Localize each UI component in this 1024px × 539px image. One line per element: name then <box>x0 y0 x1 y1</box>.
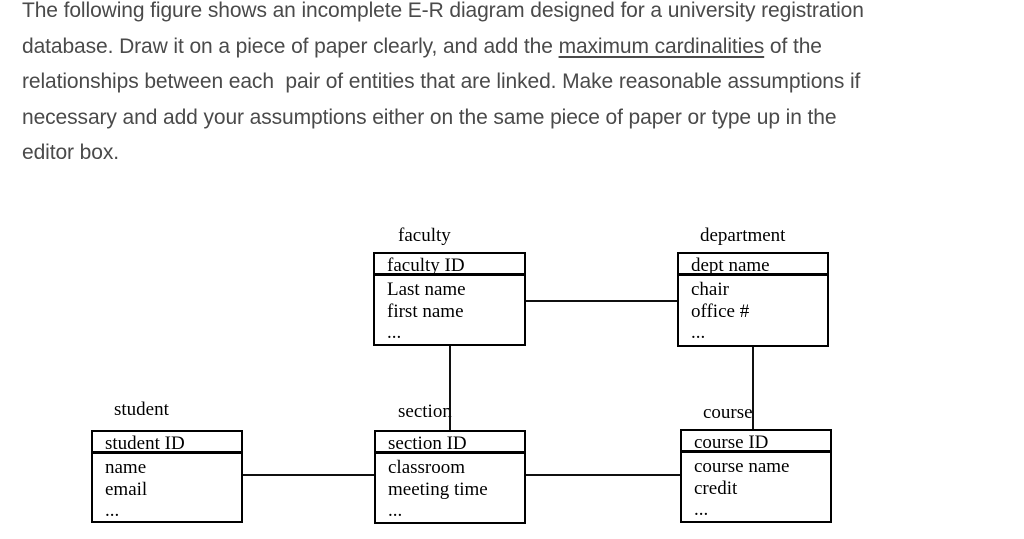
entity-department: dept name chair office # ... <box>677 252 829 347</box>
attribute-ellipsis: ... <box>691 322 706 343</box>
attribute: office # <box>691 300 750 322</box>
entity-faculty: faculty ID Last name first name ... <box>373 252 526 346</box>
attribute-ellipsis: ... <box>387 322 402 343</box>
question-line-2-post: of the <box>764 34 822 58</box>
entity-department-attributes: chair office # ... <box>679 276 827 344</box>
attribute: meeting time <box>388 478 488 500</box>
attribute: chair <box>691 279 729 300</box>
relationship-line-faculty-section <box>449 345 451 431</box>
attribute: course name <box>694 456 790 477</box>
entity-department-key: dept name <box>679 254 827 276</box>
entity-student: student ID name email ... <box>91 430 243 523</box>
relationship-line-department-course <box>752 346 754 430</box>
entity-course-key: course ID <box>682 431 830 453</box>
entity-section-key: section ID <box>376 432 524 454</box>
attribute-ellipsis: ... <box>105 500 120 521</box>
entity-course: course ID course name credit ... <box>680 429 832 523</box>
entity-title-faculty: faculty <box>398 225 451 246</box>
attribute: name <box>105 457 147 478</box>
question-line-1: The following figure shows an incomplete… <box>22 0 864 22</box>
attribute-ellipsis: ... <box>388 500 403 521</box>
entity-title-course: course <box>703 402 753 423</box>
underlined-phrase: maximum cardinalities <box>558 34 765 58</box>
relationship-line-section-course <box>525 474 682 476</box>
attribute: classroom <box>388 457 466 478</box>
entity-title-student: student <box>114 399 169 420</box>
question-line-3: relationships between each pair of entit… <box>22 70 861 93</box>
entity-faculty-key: faculty ID <box>375 254 524 276</box>
relationship-line-faculty-department <box>524 300 679 302</box>
relationship-line-student-section <box>243 474 376 476</box>
entity-faculty-attributes: Last name first name ... <box>375 276 524 344</box>
entity-section: section ID classroom meeting time ... <box>374 430 526 524</box>
entity-student-attributes: name email ... <box>93 454 241 522</box>
attribute: first name <box>387 300 464 322</box>
entity-section-attributes: classroom meeting time ... <box>376 454 524 522</box>
question-text: The following figure shows an incomplete… <box>22 0 1012 171</box>
attribute: email <box>105 478 148 500</box>
entity-title-section: section <box>398 401 452 422</box>
question-line-2: database. Draw it on a piece of paper cl… <box>22 29 1012 65</box>
entity-course-attributes: course name credit ... <box>682 453 830 521</box>
attribute: Last name <box>387 279 466 300</box>
question-line-4: necessary and add your assumptions eithe… <box>22 105 837 129</box>
entity-title-department: department <box>700 225 786 246</box>
question-line-5: editor box. <box>22 141 119 164</box>
attribute: credit <box>694 477 738 499</box>
question-line-2-pre: database. Draw it on a piece of paper cl… <box>22 34 559 58</box>
attribute-ellipsis: ... <box>694 499 709 520</box>
entity-student-key: student ID <box>93 432 241 454</box>
